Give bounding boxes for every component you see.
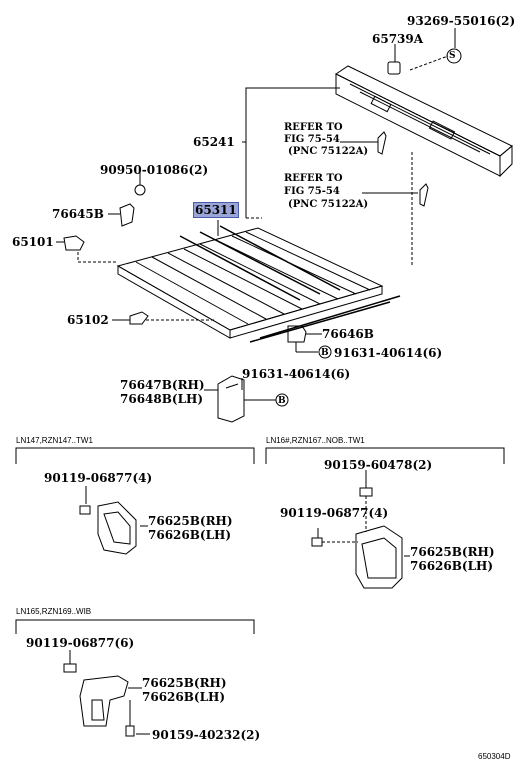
s3-label-76626b: 76626B(LH) (142, 690, 226, 704)
callout-s-text: S (449, 51, 456, 61)
section3-bracket (15, 619, 255, 634)
s2-label-90119: 90119-06877(4) (280, 506, 389, 520)
s2-bolt-top (359, 487, 373, 497)
s2-label-90159: 90159-60478(2) (324, 458, 433, 472)
s3-label-90119: 90119-06877(6) (26, 636, 135, 650)
s1-label-76626b: 76626B(LH) (148, 528, 232, 542)
hook-ref1 (377, 131, 387, 155)
label-76647b: 76647B(RH) (120, 378, 205, 392)
s2-label-76625b: 76625B(RH) (410, 545, 495, 559)
label-65101: 65101 (12, 235, 54, 249)
s1-label-76625b: 76625B(RH) (148, 514, 233, 528)
s1-mudflap-inner (103, 511, 131, 545)
s3-mudflap (79, 675, 129, 727)
s3-mudflap-inner (91, 699, 105, 721)
section2-title: LN16#,RZN167..NOB..TW1 (266, 436, 365, 445)
s3-screw (125, 725, 135, 737)
s3-label-76625b: 76625B(RH) (142, 676, 227, 690)
label-65739a: 65739A (372, 32, 424, 46)
label-65311-highlighted[interactable]: 65311 (193, 202, 239, 218)
label-65102: 65102 (67, 313, 109, 327)
s1-bolt (79, 505, 91, 515)
label-93269: 93269-55016(2) (407, 14, 516, 28)
section3-title: LN165,RZN169..WIB (16, 607, 92, 616)
label-ref2-line2: FIG 75-54 (284, 186, 340, 197)
cargo-floor-65311 (116, 225, 401, 343)
label-ref1-line1: REFER TO (284, 122, 343, 133)
label-ref2-line3: (PNC 75122A) (288, 199, 369, 210)
label-ref1-line3: (PNC 75122A) (288, 146, 369, 157)
leader-65241 (242, 87, 340, 143)
label-91631b: 91631-40614(6) (242, 367, 351, 381)
hook-ref2 (419, 183, 429, 207)
section2-bracket (265, 447, 505, 464)
s2-mudflap-inner (361, 537, 397, 579)
label-65241: 65241 (193, 135, 235, 149)
s1-mudflap (97, 501, 137, 555)
figure-code: 650304D (478, 752, 511, 761)
part-65739a-block (387, 61, 401, 75)
s2-label-76626b: 76626B(LH) (410, 559, 494, 573)
label-76646b: 76646B (322, 327, 374, 341)
grommet-90950 (134, 184, 146, 196)
label-76648b: 76648B(LH) (120, 392, 204, 406)
s1-label-90119: 90119-06877(4) (44, 471, 153, 485)
s3-bolt (63, 663, 77, 673)
s2-mudflap (355, 525, 403, 589)
bracket-76645b (119, 203, 135, 227)
part-65101 (63, 235, 85, 251)
label-90950: 90950-01086(2) (100, 163, 209, 177)
callout-b2-circle (275, 393, 289, 407)
label-76645b: 76645B (52, 207, 104, 221)
leader-s-dash (409, 55, 449, 71)
label-ref1-line2: FIG 75-54 (284, 134, 340, 145)
label-ref2-line1: REFER TO (284, 173, 343, 184)
s2-bolt (311, 537, 323, 547)
label-91631a: 91631-40614(6) (334, 346, 443, 360)
callout-b1-text: B (321, 348, 329, 358)
callout-b2-text: B (278, 396, 286, 406)
callout-b1-circle (318, 345, 332, 359)
section1-title: LN147,RZN147..TW1 (16, 436, 93, 445)
callout-s-circle (446, 48, 462, 64)
part-65102 (129, 311, 149, 325)
mudguard-76647b (217, 375, 245, 423)
s3-label-90159: 90159-40232(2) (152, 728, 261, 742)
section1-bracket (15, 447, 255, 464)
tailgate-part (335, 65, 513, 178)
bracket-76646b (287, 325, 307, 343)
